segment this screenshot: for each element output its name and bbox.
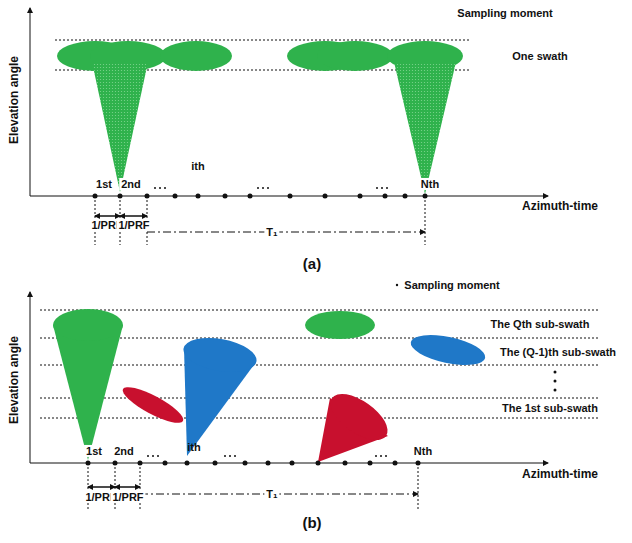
subswath-label: The Qth sub-swath — [491, 318, 590, 330]
axis-label: Azimuth-time — [522, 200, 598, 213]
axis-label: Elevation angle — [8, 56, 21, 144]
sample-index: 1st — [94, 178, 114, 190]
swath-label: One swath — [512, 50, 568, 62]
sample-index: 2nd — [119, 178, 143, 190]
interval-label: 1/PRF — [116, 219, 151, 231]
sample-index: Nth — [412, 445, 434, 457]
sample-index: Nth — [419, 178, 441, 190]
sample-index: ith — [191, 160, 204, 172]
subswath-label: The (Q-1)th sub-swath — [500, 346, 616, 358]
axis-label: Elevation angle — [8, 336, 21, 424]
panel-label: (a) — [303, 256, 321, 273]
axis-label: Azimuth-time — [522, 468, 598, 481]
sample-index: ith — [187, 441, 200, 453]
sample-index: 2nd — [112, 445, 136, 457]
subswath-label: The 1st sub-swath — [502, 402, 598, 414]
interval-label: T₁ — [264, 226, 279, 238]
legend-note: Sampling moment — [457, 7, 552, 19]
interval-label: 1/PRF — [110, 491, 145, 503]
panel-label: (b) — [302, 515, 321, 532]
legend-note: Sampling moment — [404, 279, 499, 291]
interval-label: T₁ — [264, 488, 279, 500]
sample-index: 1st — [84, 445, 104, 457]
